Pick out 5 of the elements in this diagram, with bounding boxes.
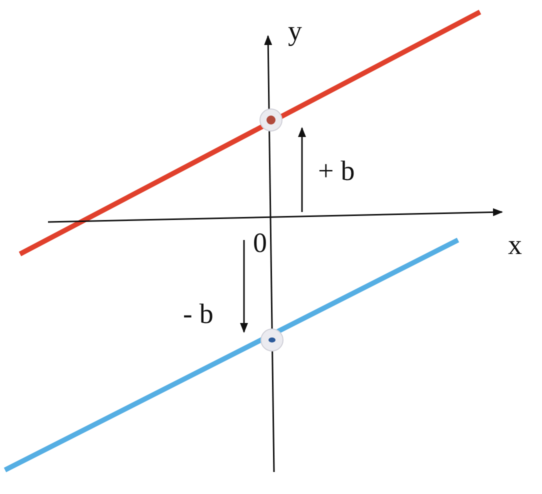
offset-label: + b — [318, 158, 355, 186]
offset-label: - b — [183, 301, 214, 329]
origin-label: 0 — [253, 230, 267, 258]
axis-label: y — [288, 18, 302, 46]
axis-label: x — [508, 232, 522, 260]
